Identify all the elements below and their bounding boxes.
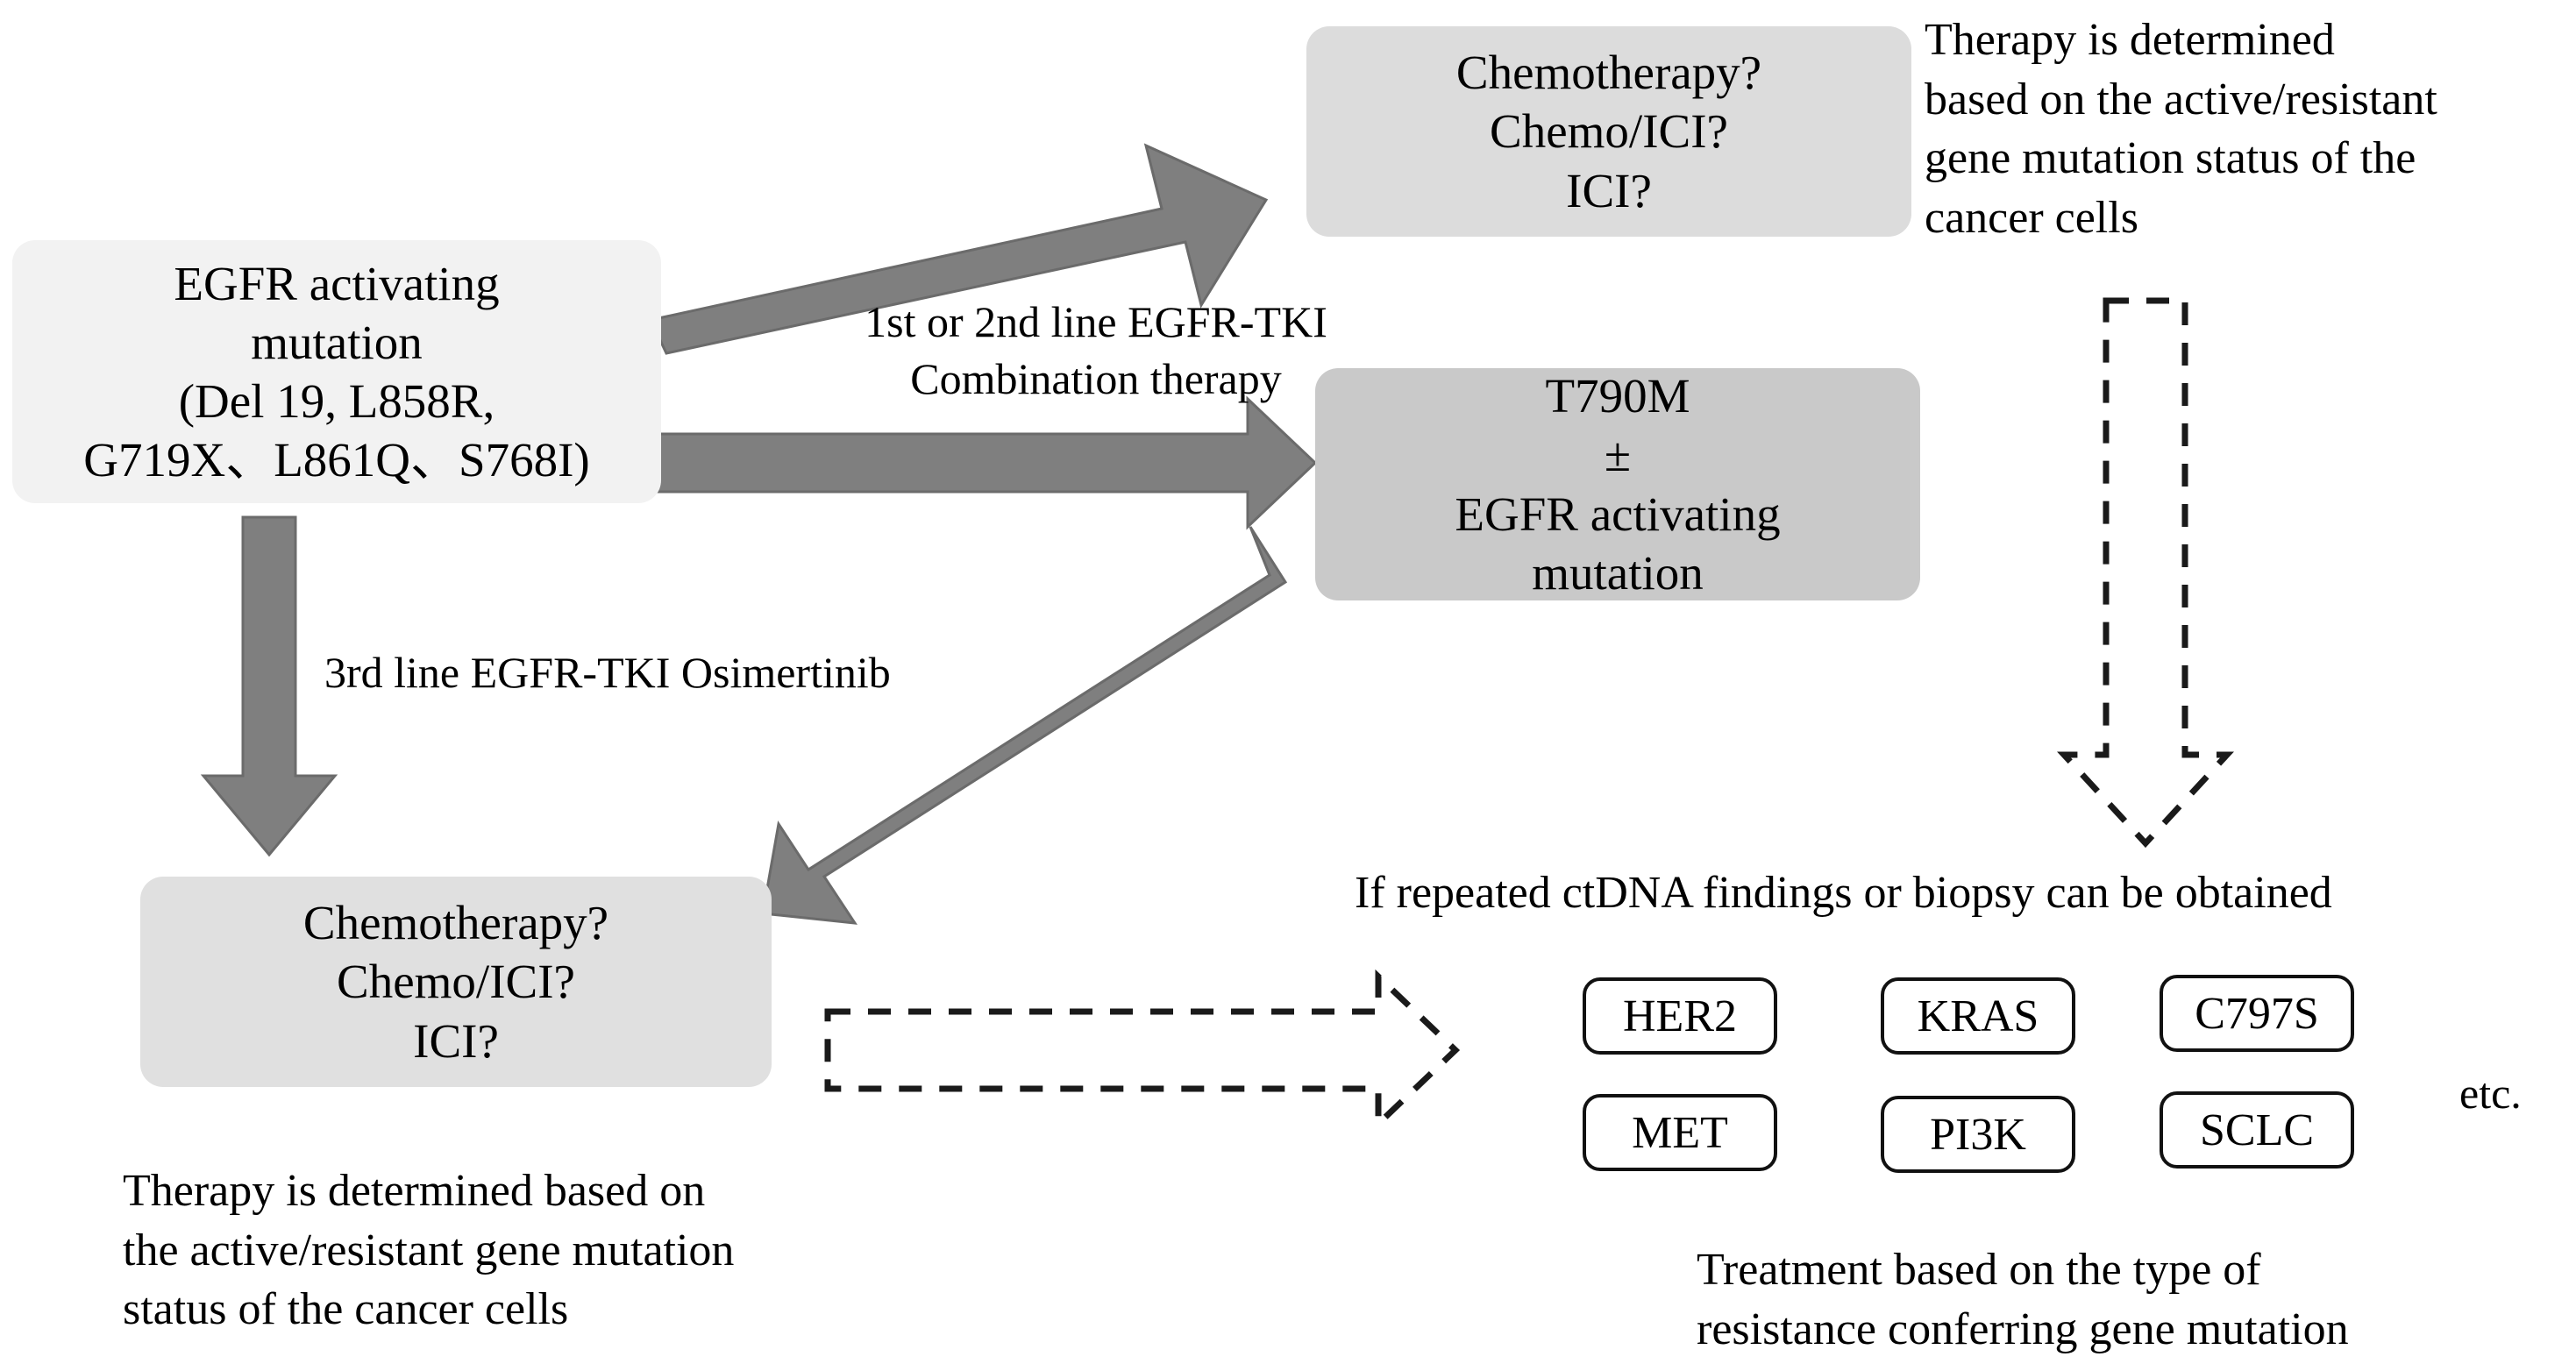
gene-chip-label: KRAS <box>1917 991 2039 1041</box>
arrow-egfr-to-chemo-bottom <box>200 515 338 857</box>
node-egfr-line-2: mutation <box>251 315 423 369</box>
node-t790m-line-2: ± <box>1604 428 1632 482</box>
label-etc: etc. <box>2459 1069 2522 1118</box>
label-first-second-line-tki: 1st or 2nd line EGFR-TKI Combination the… <box>865 297 1327 403</box>
node-chemotherapy-top[interactable]: Chemotherapy? Chemo/ICI? ICI? <box>1306 26 1911 237</box>
node-chemo-top-line-3: ICI? <box>1566 163 1652 217</box>
node-egfr-line-3: (Del 19, L858R, <box>178 374 495 428</box>
note-ctdna-biopsy: If repeated ctDNA findings or biopsy can… <box>1355 868 2332 918</box>
note-bottom-left: Therapy is determined based on the activ… <box>123 1166 735 1335</box>
gene-chip-label: MET <box>1632 1107 1728 1158</box>
node-chemotherapy-bottom[interactable]: Chemotherapy? Chemo/ICI? ICI? <box>140 877 772 1087</box>
node-chemo-bottom-line-1: Chemotherapy? <box>302 896 609 950</box>
label-third-line-osimertinib: 3rd line EGFR-TKI Osimertinib <box>324 648 891 697</box>
arrow-t790m-to-chemo-bottom <box>761 526 1288 925</box>
note-bottom-right: Treatment based on the type of resistanc… <box>1697 1245 2349 1354</box>
node-chemo-bottom-line-2: Chemo/ICI? <box>337 955 575 1009</box>
gene-chip-label: HER2 <box>1623 991 1737 1041</box>
gene-chip-pi3k[interactable]: PI3K <box>1881 1096 2075 1173</box>
node-t790m-line-3: EGFR activating <box>1455 487 1781 541</box>
gene-chip-c797s[interactable]: C797S <box>2160 975 2354 1052</box>
gene-chip-kras[interactable]: KRAS <box>1881 977 2075 1055</box>
gene-chip-sclc[interactable]: SCLC <box>2160 1091 2354 1169</box>
node-t790m-line-1: T790M <box>1545 369 1690 423</box>
gene-chip-met[interactable]: MET <box>1583 1094 1777 1171</box>
dashed-arrow-right-bottom <box>824 969 1461 1132</box>
arrow-egfr-to-t790m <box>649 395 1318 530</box>
node-egfr-activating-mutation[interactable]: EGFR activating mutation (Del 19, L858R,… <box>12 240 661 503</box>
node-egfr-line-4: G719X、L861Q、S768I) <box>83 433 590 487</box>
node-t790m[interactable]: T790M ± EGFR activating mutation <box>1315 368 1920 600</box>
node-chemo-bottom-line-3: ICI? <box>413 1013 499 1068</box>
node-chemo-top-line-1: Chemotherapy? <box>1455 46 1762 100</box>
gene-chip-label: C797S <box>2195 988 2319 1039</box>
gene-chip-label: SCLC <box>2199 1105 2315 1155</box>
node-chemo-top-line-2: Chemo/ICI? <box>1490 104 1728 159</box>
gene-chip-her2[interactable]: HER2 <box>1583 977 1777 1055</box>
dashed-arrow-down-right <box>2057 297 2234 849</box>
gene-chip-label: PI3K <box>1930 1109 2026 1160</box>
node-egfr-line-1: EGFR activating <box>174 256 500 310</box>
note-top-right: Therapy is determined based on the activ… <box>1925 15 2437 243</box>
node-t790m-line-4: mutation <box>1532 545 1704 600</box>
